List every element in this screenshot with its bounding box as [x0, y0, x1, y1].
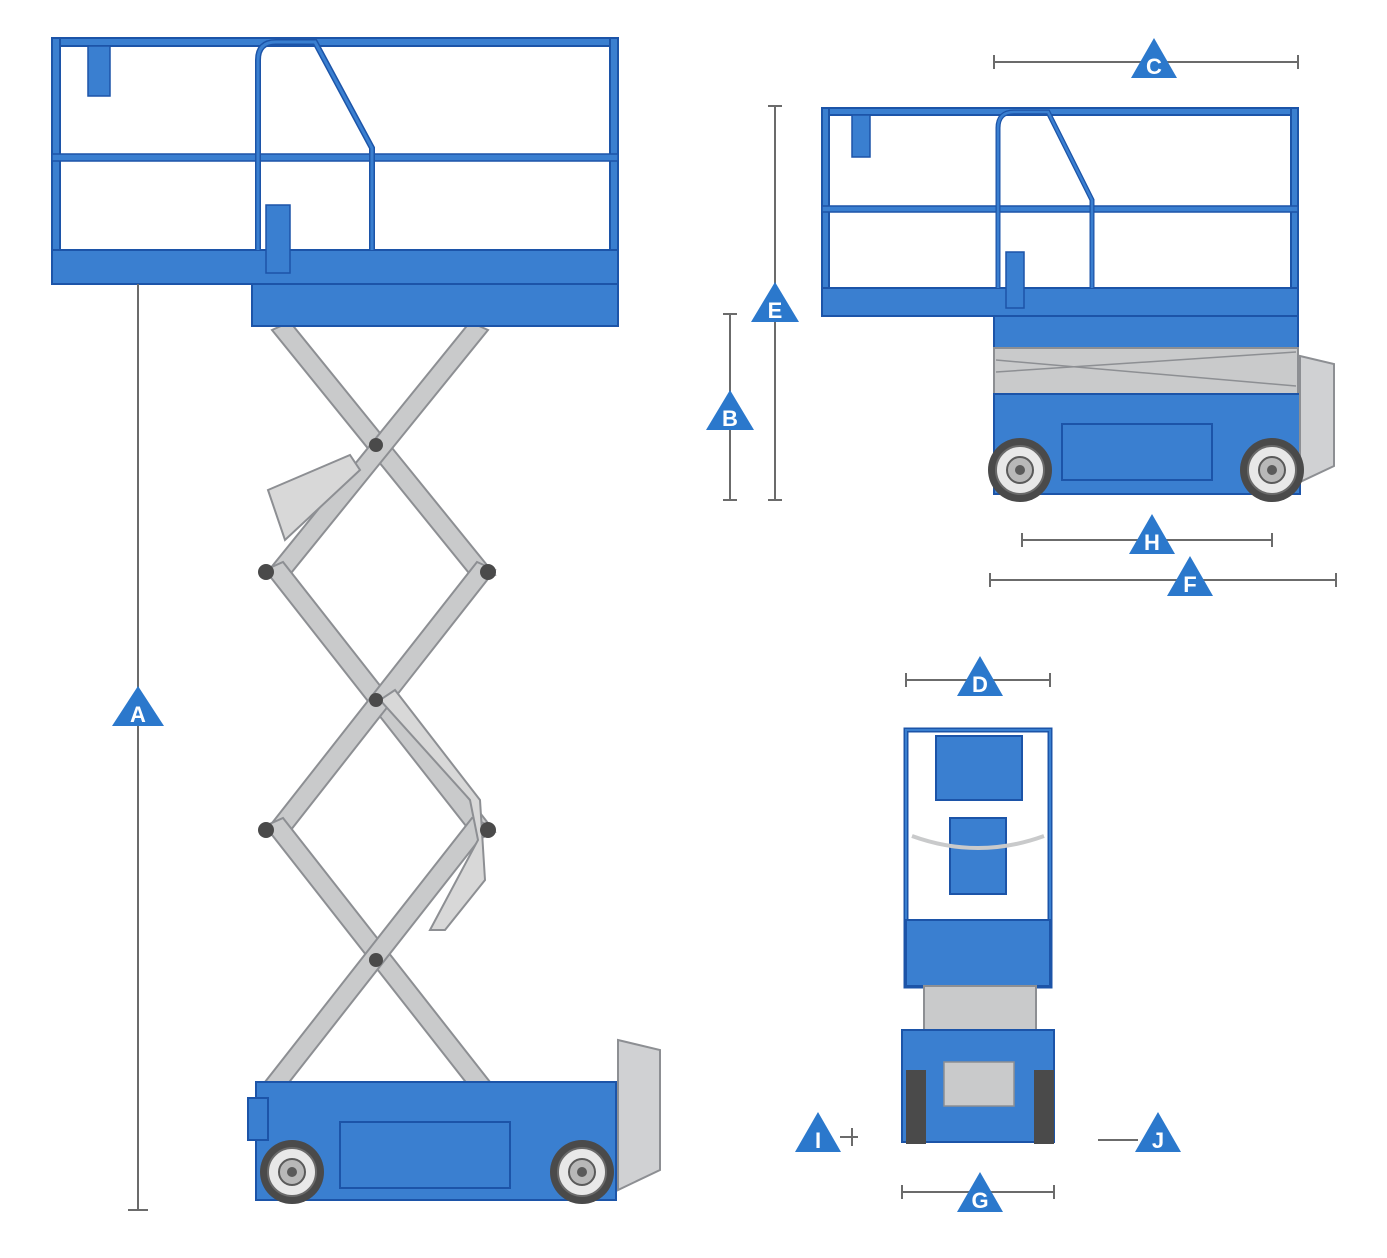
marker-g-label: G — [971, 1188, 988, 1213]
marker-a-label: A — [130, 702, 146, 727]
side-view-stowed — [821, 107, 1335, 503]
scissor-stack — [263, 320, 497, 1092]
chassis-stowed — [987, 354, 1335, 503]
marker-g: G — [957, 1172, 1003, 1213]
platform-stowed — [821, 107, 1299, 349]
marker-c: C — [1131, 38, 1177, 79]
marker-b: B — [706, 390, 754, 431]
scissor-stowed — [993, 347, 1299, 395]
marker-h: H — [1129, 514, 1175, 555]
marker-d: D — [957, 656, 1003, 697]
side-view-raised — [51, 37, 661, 1205]
marker-f: F — [1167, 556, 1213, 597]
marker-a: A — [112, 686, 164, 727]
marker-b-label: B — [722, 406, 738, 431]
marker-j-label: J — [1152, 1128, 1164, 1153]
marker-c-label: C — [1146, 54, 1162, 79]
platform-raised — [51, 37, 619, 327]
chassis-raised — [247, 1038, 661, 1205]
scissor-pins — [258, 438, 496, 967]
marker-f-label: F — [1183, 572, 1196, 597]
marker-h-label: H — [1144, 530, 1160, 555]
marker-e-label: E — [768, 298, 783, 323]
marker-i: I — [795, 1112, 841, 1153]
marker-d-label: D — [972, 672, 988, 697]
dimension-markers: A B E C H F D I — [112, 38, 1213, 1213]
marker-e: E — [751, 282, 799, 323]
marker-j: J — [1135, 1112, 1181, 1153]
rear-view — [901, 727, 1055, 1144]
marker-i-label: I — [815, 1128, 821, 1153]
